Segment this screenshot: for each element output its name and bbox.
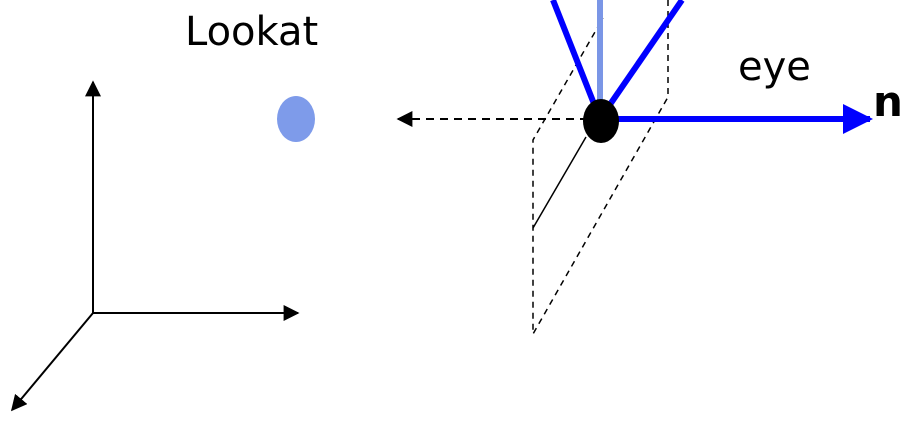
n-axis-label: n (873, 77, 903, 126)
eye-label: eye (738, 44, 811, 90)
lookat-point (277, 96, 315, 142)
frustum-right-edge (597, 0, 685, 121)
image-plane (532, 0, 669, 337)
camera-frustum (550, 0, 685, 121)
world-axis-diagonal (10, 312, 94, 412)
frustum-left-edge (550, 0, 603, 121)
image-plane-inner-edge (532, 136, 587, 229)
image-plane-outline (532, 0, 669, 337)
eye-point (583, 99, 619, 143)
world-axes (10, 80, 300, 412)
lookat-label: Lookat (185, 9, 319, 55)
